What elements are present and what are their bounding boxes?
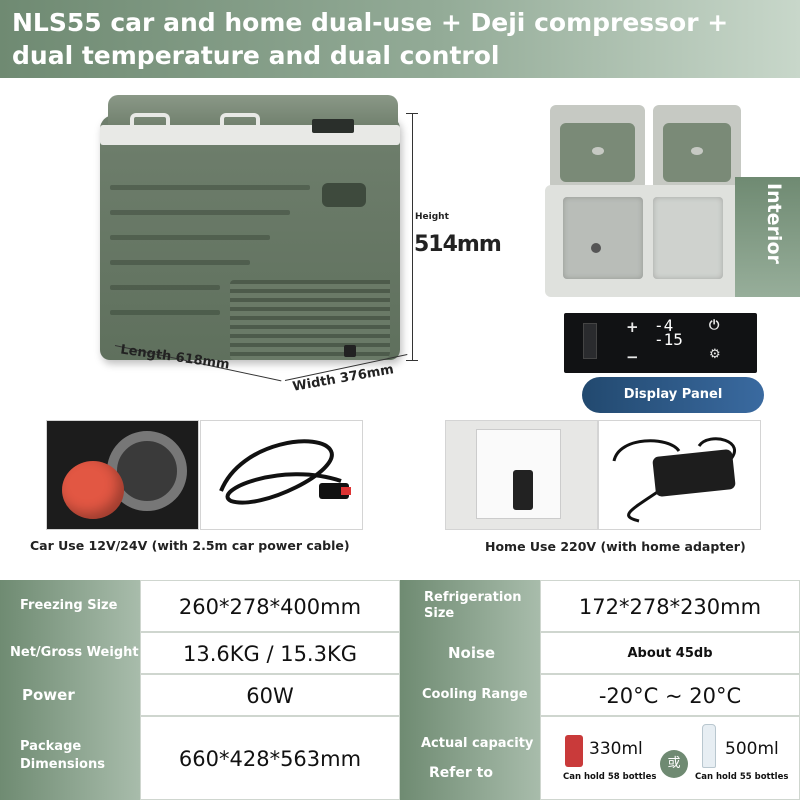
body-stripe xyxy=(110,235,270,240)
car-use-caption: Car Use 12V/24V (with 2.5m car power cab… xyxy=(30,538,350,553)
can-icon xyxy=(565,735,583,767)
adapter-cable-icon xyxy=(612,437,736,523)
wall-socket-photo xyxy=(445,420,598,530)
weight-label: Net/Gross Weight xyxy=(0,632,140,674)
lid-handle xyxy=(220,113,260,131)
refrigeration-size-label: Refrigeration Size xyxy=(400,580,540,632)
power-label: Power xyxy=(0,674,140,716)
power-icon: ⏻ xyxy=(709,318,720,333)
car-plug xyxy=(62,461,124,519)
home-use-caption: Home Use 220V (with home adapter) xyxy=(485,539,746,554)
bottle-note: Can hold 55 bottles xyxy=(695,772,789,782)
cable-icon xyxy=(219,439,351,505)
dimension-cap xyxy=(406,360,418,361)
adapter-photo xyxy=(598,420,761,530)
wall-plate xyxy=(476,429,561,519)
interior-image xyxy=(545,105,741,297)
bottle-icon xyxy=(702,724,716,768)
noise-value: About 45db xyxy=(540,632,800,674)
car-socket-photo xyxy=(46,420,199,530)
freezing-size-label: Freezing Size xyxy=(0,580,140,632)
left-lid xyxy=(550,105,645,190)
side-handle xyxy=(322,183,366,207)
dimension-cap xyxy=(406,113,418,114)
drain-knob xyxy=(591,243,601,253)
power-adapter xyxy=(652,448,736,498)
plus-icon: + xyxy=(626,318,639,336)
body-stripe xyxy=(110,260,250,265)
bottle-size: 500ml xyxy=(725,739,779,759)
power-port xyxy=(344,345,356,357)
interior-label: Interior xyxy=(763,183,785,264)
display-panel-button: Display Panel xyxy=(582,377,764,413)
interior-tab xyxy=(735,177,800,297)
header-banner: NLS55 car and home dual-use + Deji compr… xyxy=(0,0,800,78)
capacity-refer-label: Refer to xyxy=(429,765,493,781)
can-size: 330ml xyxy=(589,739,643,759)
freezer-compartment xyxy=(563,197,643,279)
height-dimension-line xyxy=(412,113,413,360)
height-label: Height xyxy=(415,212,449,222)
minus-icon: − xyxy=(626,348,639,366)
right-lid xyxy=(653,105,741,190)
cooling-range-label: Cooling Range xyxy=(400,674,540,716)
fridge-body xyxy=(100,115,400,360)
wall-plug xyxy=(513,470,533,510)
display-panel: + − -4 -15 ⏻ ⚙ xyxy=(564,313,757,373)
lid-handle xyxy=(130,113,170,131)
refrigeration-size-value: 172*278*230mm xyxy=(540,580,800,632)
page-title: NLS55 car and home dual-use + Deji compr… xyxy=(12,8,729,70)
weight-value: 13.6KG / 15.3KG xyxy=(140,632,400,674)
product-image xyxy=(100,95,410,365)
capacity-label: Actual capacity xyxy=(421,736,534,751)
temperature-readout: -4 -15 xyxy=(654,316,696,365)
body-stripe xyxy=(110,185,310,190)
body-stripe xyxy=(110,310,220,315)
noise-label: Noise xyxy=(400,632,540,674)
package-dimensions-label: Package Dimensions xyxy=(0,716,140,800)
mini-control-panel xyxy=(312,119,354,133)
capacity-label-cell: Actual capacity Refer to xyxy=(400,716,540,800)
power-value: 60W xyxy=(140,674,400,716)
package-dimensions-value: 660*428*563mm xyxy=(140,716,400,800)
cabinet xyxy=(545,185,740,297)
car-cable-photo xyxy=(200,420,363,530)
fridge-compartment xyxy=(653,197,723,279)
temp-top: -4 xyxy=(654,316,674,335)
can-note: Can hold 58 bottles xyxy=(563,772,657,782)
body-stripe xyxy=(110,210,290,215)
freezing-size-value: 260*278*400mm xyxy=(140,580,400,632)
vent-grille xyxy=(230,280,390,360)
height-value: 514mm xyxy=(414,232,502,257)
temp-bottom: -15 xyxy=(654,330,683,349)
power-switch xyxy=(583,323,597,359)
or-badge: 或 xyxy=(660,750,688,778)
body-stripe xyxy=(110,285,220,290)
settings-icon: ⚙ xyxy=(709,347,721,362)
cooling-range-value: -20°C ~ 20°C xyxy=(540,674,800,716)
